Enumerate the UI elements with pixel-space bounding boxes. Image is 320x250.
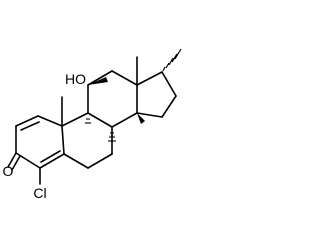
ring-a [15, 115, 65, 169]
ring-d [136, 71, 177, 118]
bond-c14-c8 [111, 112, 138, 128]
bond-c10-c1 [37, 115, 63, 127]
bond-c5-c6 [63, 153, 89, 169]
ring-c [87, 70, 138, 128]
bond-c16-c15 [161, 95, 177, 118]
bond-c4-c5-double [40, 150, 61, 163]
bond-c17-c16 [161, 71, 177, 97]
bond-c13-c17 [136, 71, 163, 86]
ketone-oxygen-label: O [3, 163, 14, 179]
bond-c1-c2-double [20, 121, 40, 131]
ring-b [61, 112, 113, 169]
bond-c11-oh-wedge [88, 77, 108, 85]
bond-c9-h-hashed [85, 118, 91, 124]
bond-c12-c13 [111, 70, 138, 86]
bond-c3-o [7, 152, 17, 168]
bond-c5-c10 [61, 125, 65, 155]
bond-c6-c7 [87, 153, 113, 169]
bond-c17-methyl-hashed [162, 48, 182, 72]
bond-c4-c5 [39, 153, 65, 169]
structure-diagram: HO O Cl [3, 48, 182, 201]
hydroxyl-label: HO [65, 71, 86, 87]
ketone-group [7, 152, 21, 171]
bond-c15-c14 [136, 112, 163, 118]
bond-c14-h-wedge [137, 113, 145, 124]
bond-c9-c10 [61, 112, 89, 127]
bond-c1-c2 [15, 115, 39, 127]
bond-c3-o-double [11, 155, 21, 171]
chlorine-label: Cl [33, 185, 46, 201]
bond-c11-c12 [87, 70, 113, 86]
bond-c3-c4 [15, 152, 41, 169]
bond-c8-h-hashed [108, 132, 116, 142]
bond-c8-c9 [87, 112, 113, 128]
molecule-drawing: HO O Cl [3, 48, 182, 201]
